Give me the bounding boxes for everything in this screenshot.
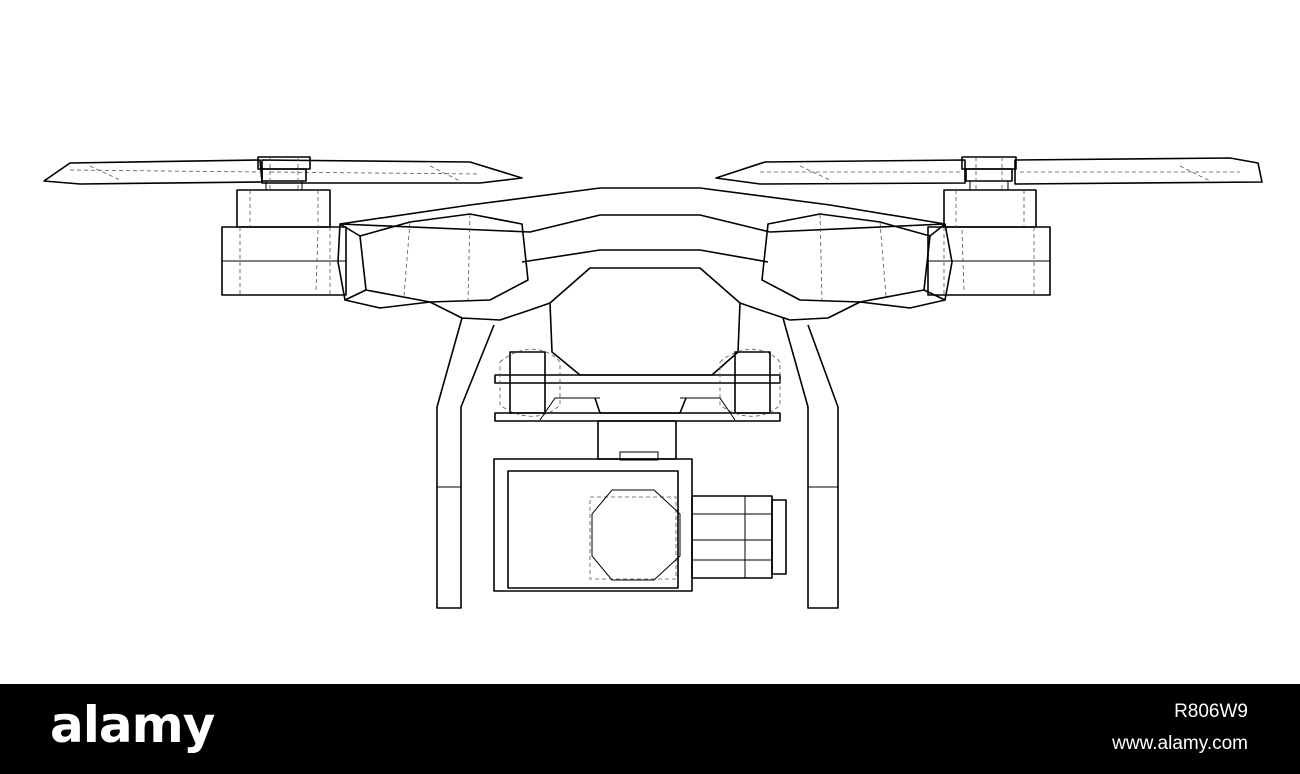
landing-legs: [436, 317, 839, 609]
drone-wireframe-illustration: [43, 156, 1263, 609]
image-id-label: R806W9: [1174, 701, 1248, 722]
alamy-logo[interactable]: alamy: [50, 696, 215, 754]
left-propeller: [43, 156, 523, 191]
site-url-label[interactable]: www.alamy.com: [1112, 733, 1248, 754]
watermark-footer: alamy R806W9 www.alamy.com: [0, 684, 1300, 774]
drone-body: [315, 187, 965, 376]
right-propeller: [715, 156, 1263, 191]
left-motor: [221, 189, 347, 296]
gimbal-mount: [494, 349, 781, 461]
right-motor: [927, 189, 1051, 296]
camera: [493, 458, 787, 592]
